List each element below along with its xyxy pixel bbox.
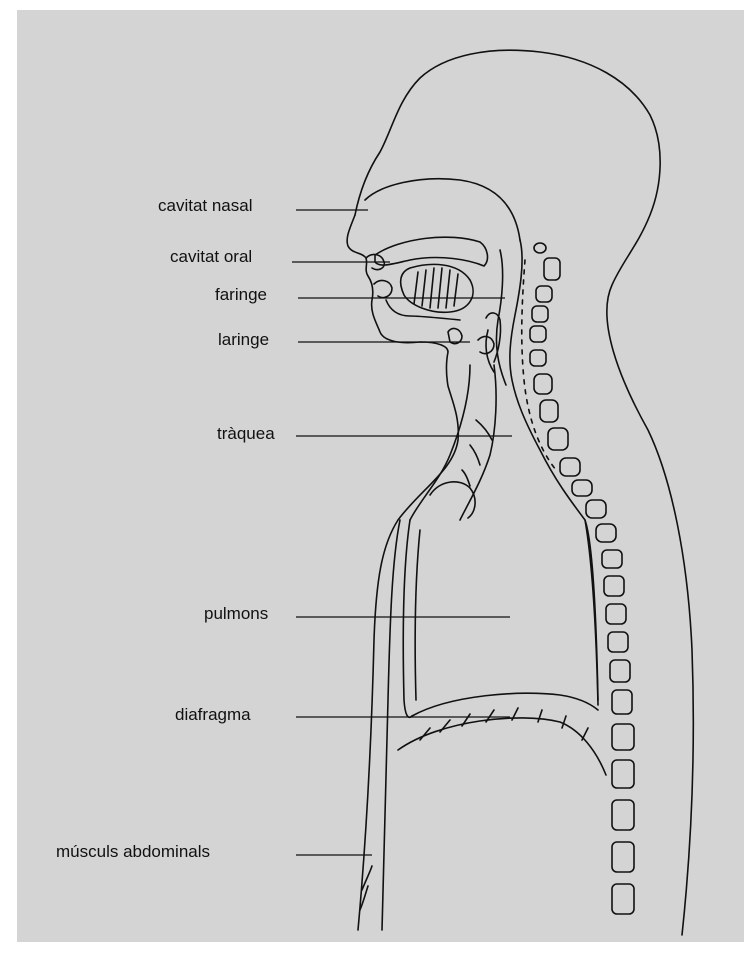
label-abdominal-muscles: músculs abdominals [56,842,210,862]
lip-lower [374,281,392,298]
vertebra [610,660,630,682]
vertebra [544,258,560,280]
vertebra [612,842,634,872]
bronchus-inner [415,530,420,700]
trachea-back-wall [460,365,496,520]
label-lungs: pulmons [204,604,268,624]
vertebra [530,350,546,366]
diaphragm-lower [398,718,606,775]
vertebra [534,243,546,253]
nasal-cavity-outline [365,179,520,240]
tongue-lines [414,268,458,308]
vertebra [572,480,592,496]
vertebra [612,884,634,914]
abdomen-inner-line [382,520,400,930]
vertebra [540,400,558,422]
vertebra [536,286,552,302]
vertebra [548,428,568,450]
head-outline [355,50,693,935]
label-diaphragm: diafragma [175,705,251,725]
tongue [401,264,473,312]
lung-back-edge [585,520,598,705]
vertebra [608,632,628,652]
vertebra [560,458,580,476]
vertebra [604,576,624,596]
vertebra [612,690,632,714]
pharynx-back-wall [510,240,598,700]
label-nasal-cavity: cavitat nasal [158,196,253,216]
vertebra [612,724,634,750]
vertebra [602,550,622,568]
vertebra [612,760,634,788]
hard-palate [375,237,487,266]
vertebra [534,374,552,394]
spinal-cord [522,260,556,470]
label-pharynx: faringe [215,285,267,305]
label-trachea: tràquea [217,424,275,444]
vertebra [612,800,634,830]
face-outline [347,215,458,930]
label-larynx: laringe [218,330,269,350]
trachea-rings [462,420,492,486]
vertebra [532,306,548,322]
lung-front-edge [403,520,412,717]
pharynx-inner-wall [496,250,506,385]
vertebra [530,326,546,342]
vertebra [586,500,606,518]
vertebra [596,524,616,542]
label-oral-cavity: cavitat oral [170,247,252,267]
larynx-outline [448,329,462,344]
diaphragm-upper [412,693,598,716]
vertebra [606,604,626,624]
lung-upper-curve [430,482,475,518]
diaphragm-hatching [420,708,588,740]
